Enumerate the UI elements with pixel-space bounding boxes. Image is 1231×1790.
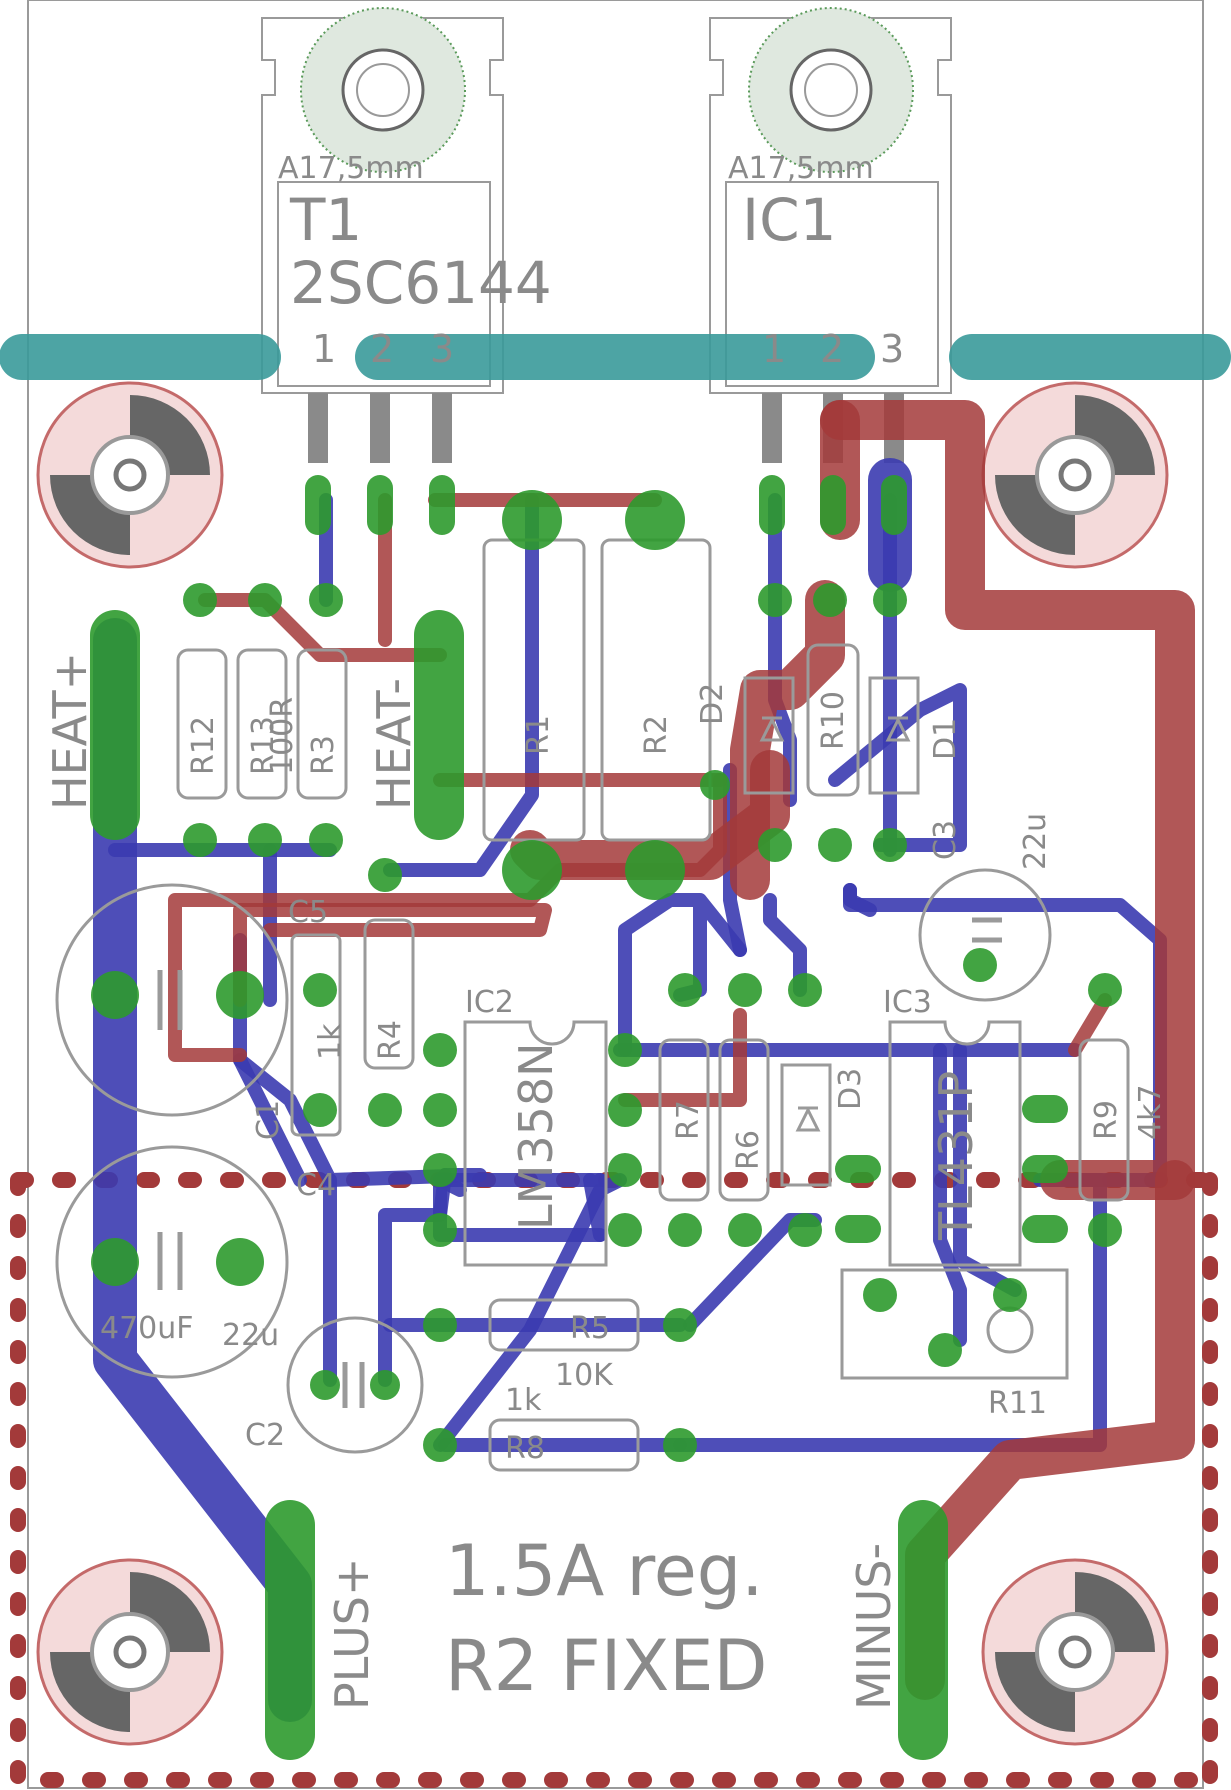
mounting-hole-bottom-left [36, 1558, 224, 1746]
mounting-hole-bottom-right [981, 1558, 1169, 1746]
c5-label: C5 [288, 895, 328, 930]
mounting-hole-top-right [981, 381, 1169, 569]
r9-label: R9 [1089, 1100, 1124, 1140]
r4-label: R4 [373, 1020, 408, 1060]
c2-label: C2 [245, 1418, 285, 1453]
mounting-hole-top-left [36, 381, 224, 569]
r3-label: R3 [306, 735, 341, 775]
r6-body [718, 1038, 770, 1202]
d1-label: D1 [928, 718, 963, 760]
r13-label: R13 [246, 716, 281, 775]
r3-body [296, 648, 348, 800]
c1-label: C1 [251, 1100, 286, 1140]
r8-body [488, 1418, 640, 1472]
c3-value-label: 22u [1018, 813, 1053, 870]
t1-ref-label: T1 [289, 186, 362, 254]
c5-outline [55, 883, 289, 1117]
d3-body [780, 1063, 832, 1187]
r12-body [176, 648, 228, 800]
ic2-value-label: LM358N [509, 1042, 563, 1230]
c4-label: C4 [296, 1168, 336, 1203]
minus-label: MINUS- [847, 1543, 901, 1710]
r5-body [488, 1298, 640, 1352]
board-outline [27, 0, 1204, 1789]
heat-plus-label: HEAT+ [43, 652, 97, 810]
plus-label: PLUS+ [325, 1558, 379, 1711]
heat-plus-pad [90, 610, 140, 840]
r13-value-label: 100R [265, 697, 300, 775]
t1-pin-3: 3 [430, 327, 454, 371]
r8-label: R8 [505, 1431, 545, 1466]
r10-body [806, 643, 860, 797]
r13-body [236, 648, 288, 800]
r2-body [600, 538, 712, 842]
r11-body [840, 1268, 1069, 1380]
board-title-line-1: 1.5A reg. [445, 1530, 763, 1612]
t1-size-label: A17,5mm [278, 151, 424, 186]
ic1-pin-1: 1 [762, 327, 786, 371]
r4-body [363, 918, 415, 1070]
r7-body [658, 1038, 710, 1202]
heat-minus-pad [414, 610, 464, 840]
r9-value-label: 4k7 [1133, 1084, 1168, 1140]
d1-body [868, 676, 920, 795]
heat-minus-label: HEAT- [367, 678, 421, 810]
r11-label: R11 [988, 1386, 1047, 1421]
d2-label: D2 [695, 683, 730, 725]
ic1-ref-label: IC1 [742, 186, 837, 254]
r2-label: R2 [639, 715, 674, 755]
c3-label: C3 [928, 820, 963, 860]
c470-outline [55, 1145, 289, 1379]
ic1-pin-2: 2 [820, 327, 844, 371]
ic3-body [888, 1020, 1022, 1267]
r6-label: R6 [731, 1130, 766, 1170]
board-title-line-2: R2 FIXED [445, 1625, 767, 1707]
c3-outline [918, 868, 1052, 1002]
r1-label: R1 [521, 715, 556, 755]
r9-body [1078, 1038, 1130, 1202]
c1-body [290, 933, 342, 1137]
ic3-value-label: TL431P [929, 1071, 983, 1241]
ic2-ref-label: IC2 [465, 985, 514, 1020]
ic1-pin-3: 3 [880, 327, 904, 371]
r8-value-label: 1k [505, 1383, 542, 1418]
r5-value-label: 10K [555, 1358, 614, 1393]
r12-label: R12 [186, 716, 221, 775]
ic3-ref-label: IC3 [883, 985, 932, 1020]
c2-outline [286, 1316, 424, 1454]
minus-pad [898, 1500, 948, 1760]
c470-value-label: 470uF [100, 1311, 194, 1346]
d3-label: D3 [833, 1068, 868, 1110]
c2-value-label: 22u [222, 1318, 279, 1353]
t1-pin-1: 1 [312, 327, 336, 371]
r5-label: R5 [570, 1311, 610, 1346]
t1-value-label: 2SC6144 [290, 249, 552, 317]
r4-value-label: 1k [313, 1023, 348, 1060]
ic1-size-label: A17,5mm [728, 151, 874, 186]
t1-pin-2: 2 [370, 327, 394, 371]
mounting-holes [36, 381, 1169, 1746]
d2-body [743, 676, 795, 795]
ic2-body [463, 1020, 608, 1267]
r10-label: R10 [816, 691, 851, 750]
silkscreen-labels: A17,5mm T1 2SC6144 1 2 3 A17,5mm IC1 1 2… [43, 151, 1168, 1710]
r7-label: R7 [671, 1100, 706, 1140]
package-t1 [261, 7, 504, 463]
r11-adjust-icon [986, 1306, 1034, 1354]
plus-pad [265, 1500, 315, 1760]
pads [90, 475, 1122, 1760]
